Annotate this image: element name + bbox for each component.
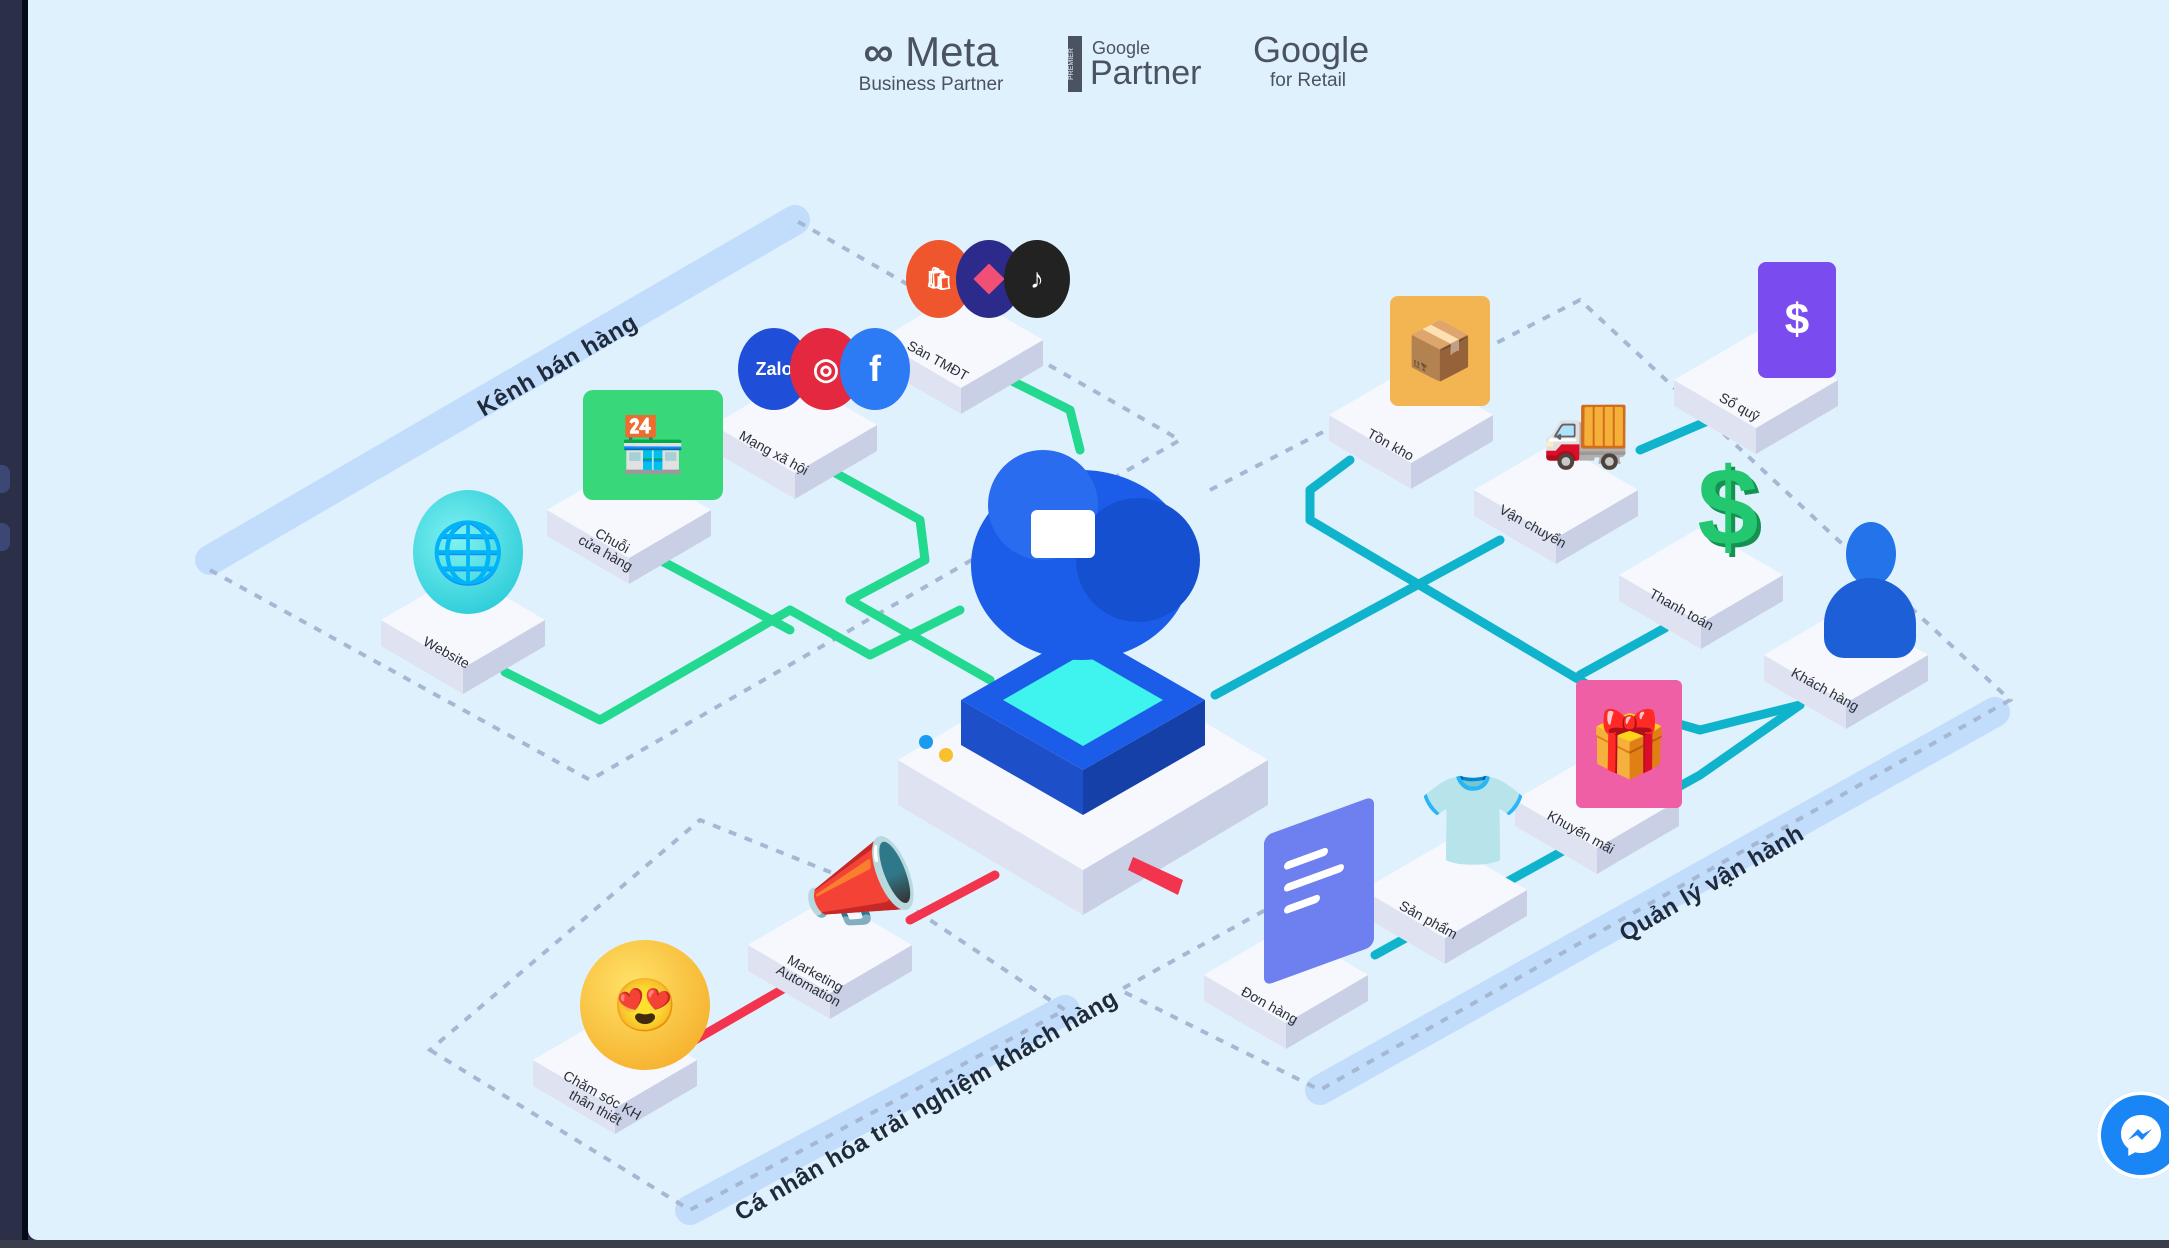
tile-side-left-social	[713, 425, 795, 499]
tile-side-left-cashbook	[1674, 380, 1756, 454]
line-website	[500, 605, 965, 725]
tile-side-left-shipping	[1474, 490, 1556, 564]
tile-side-left-store-chain	[547, 510, 629, 584]
tile-side-right-marketplace	[961, 340, 1043, 414]
line-hub-green	[845, 595, 995, 685]
tile-side-left-payment	[1619, 575, 1701, 649]
tile-top-shipping	[1474, 442, 1638, 538]
tile-side-right-cashbook	[1756, 380, 1838, 454]
tshirt-icon: 👕	[1416, 770, 1530, 871]
hub-base-right	[1083, 760, 1268, 915]
meta-infinity-icon: ∞	[863, 28, 894, 75]
tile-top-products	[1363, 842, 1527, 938]
tile-side-right-store-chain	[629, 510, 711, 584]
line-shipping	[1210, 535, 1505, 700]
hub-indicator-yellow	[939, 748, 953, 762]
box-icon: 📦	[1390, 296, 1490, 406]
tile-top-marketing	[748, 897, 912, 993]
region-operations-outline	[1115, 297, 2014, 1093]
messenger-icon	[2121, 1115, 2161, 1156]
instagram-glyph: ◎	[812, 352, 840, 386]
store-logo-icon	[1031, 510, 1095, 558]
google-retail-logo: Google for Retail	[1253, 29, 1370, 92]
payment-glyph: $	[1697, 445, 1759, 569]
facebook-icon: f	[840, 328, 910, 410]
tile-side-right-orders	[1286, 975, 1368, 1049]
meta-logo-subtext: Business Partner	[858, 74, 1004, 95]
bottom-bar	[0, 1240, 2169, 1248]
line-inventory-customers	[1305, 455, 1805, 735]
google-partner-name: Partner	[1090, 54, 1202, 92]
meta-partner-logo: ∞ Meta Business Partner	[846, 30, 1016, 96]
tile-side-right-inventory	[1411, 415, 1493, 489]
tile-side-left-marketing	[748, 945, 830, 1019]
tile-side-right-social	[795, 425, 877, 499]
tile-side-left-products	[1363, 890, 1445, 964]
sidebar-button-1[interactable]	[0, 465, 10, 493]
hub-platform-right	[1083, 700, 1205, 815]
truck-icon: 🚚	[1541, 390, 1631, 471]
line-payment	[1575, 623, 1670, 680]
cloud-icon-right	[1076, 498, 1200, 622]
dollar-icon: $	[1688, 446, 1768, 569]
google-retail-sub: for Retail	[1269, 70, 1347, 91]
region-personalization-outline	[426, 817, 1069, 1213]
tile-side-left-website	[381, 620, 463, 694]
hub-platform-left	[961, 700, 1083, 815]
customer-avatar-icon	[1824, 522, 1916, 658]
line-loyalty	[690, 980, 795, 1045]
hub-red-port	[1128, 857, 1183, 895]
premier-badge: PREMIER	[1068, 36, 1082, 92]
zalo-icon-text: Zalo	[755, 358, 793, 379]
tile-side-left-orders	[1204, 975, 1286, 1049]
storefront-icon: 🏪	[583, 390, 723, 500]
line-marketing	[905, 870, 1000, 925]
tile-side-right-shipping	[1556, 490, 1638, 564]
tile-side-left-customers	[1764, 655, 1846, 729]
hub-glow-panel	[1003, 654, 1163, 746]
tile-side-right-loyalty	[615, 1060, 697, 1134]
tile-top-payment	[1619, 527, 1783, 623]
google-retail-name: Google	[1253, 29, 1370, 70]
band-sales-channels	[195, 205, 810, 575]
window-divider	[22, 0, 28, 1240]
smiling-face-icon: 😍	[580, 940, 710, 1070]
ecosystem-illustration: ∞ Meta Business Partner PREMIER Google P…	[28, 0, 2169, 1240]
tiktok-icon: ♪	[1004, 240, 1070, 318]
cashbook-glyph: $	[1784, 295, 1810, 344]
tile-side-right-products	[1445, 890, 1527, 964]
line-marketplace	[995, 370, 1085, 455]
globe-icon: 🌐	[413, 490, 523, 614]
megaphone-icon: 📣	[801, 830, 921, 937]
tile-side-right-customers	[1846, 655, 1928, 729]
facebook-glyph: f	[869, 348, 881, 389]
line-social	[825, 465, 930, 605]
tile-side-left-inventory	[1329, 415, 1411, 489]
sidebar-button-2[interactable]	[0, 523, 10, 551]
gift-icon: 🎁	[1576, 680, 1682, 808]
tile-side-right-marketing	[830, 945, 912, 1019]
tile-side-left-loyalty	[533, 1060, 615, 1134]
app-sidebar	[0, 0, 22, 1240]
messenger-chat-button[interactable]	[2097, 1091, 2169, 1179]
google-partner-top: Google	[1092, 38, 1151, 58]
google-partner-logo: PREMIER Google Partner	[1068, 36, 1228, 92]
tile-side-left-promotions	[1515, 800, 1597, 874]
meta-logo-text: Meta	[905, 28, 999, 75]
tile-side-right-payment	[1701, 575, 1783, 649]
hub-base-left	[898, 760, 1083, 915]
line-store-chain	[655, 555, 795, 635]
hub-indicator-blue	[919, 735, 933, 749]
line-cashbook	[1635, 415, 1715, 455]
tile-side-right-website	[463, 620, 545, 694]
cashbook-icon: $	[1758, 262, 1836, 378]
tile-side-right-promotions	[1597, 800, 1679, 874]
tile-top-marketplace	[879, 292, 1043, 388]
